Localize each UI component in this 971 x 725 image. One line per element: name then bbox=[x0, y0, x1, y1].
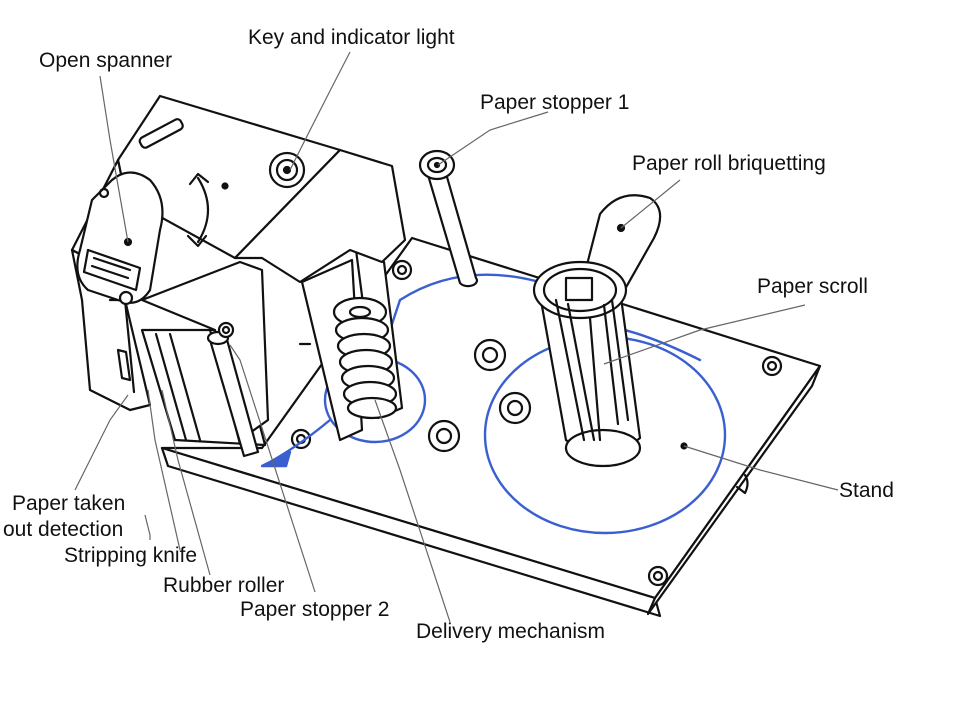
mounting-hole bbox=[761, 355, 783, 377]
label-paper-stopper-2: Paper stopper 2 bbox=[240, 598, 390, 621]
paper-stopper-1-post bbox=[418, 149, 479, 288]
leader-paper-stopper-2 bbox=[229, 344, 316, 593]
label-key-indicator-light: Key and indicator light bbox=[248, 26, 455, 49]
leader-rubber-roller bbox=[161, 389, 211, 576]
label-paper-roll-briquetting: Paper roll briquetting bbox=[632, 152, 826, 175]
double-arrow-icon bbox=[186, 172, 229, 248]
leader-paper-stopper-1 bbox=[437, 111, 549, 166]
stand-plate bbox=[160, 236, 822, 618]
rubber-roller bbox=[206, 330, 260, 458]
leader-open-spanner bbox=[99, 75, 129, 243]
leader-stand bbox=[683, 445, 839, 491]
label-stripping-knife: Stripping knife bbox=[64, 544, 198, 567]
label-paper-taken-out-line1: Paper taken bbox=[12, 492, 126, 515]
mounting-hole bbox=[647, 565, 669, 587]
delivery-mechanism bbox=[300, 248, 404, 442]
stand-boss bbox=[498, 391, 532, 425]
leader-stripping-knife-a bbox=[144, 514, 151, 540]
open-spanner bbox=[76, 171, 164, 306]
label-paper-scroll: Paper scroll bbox=[757, 275, 868, 298]
label-open-spanner: Open spanner bbox=[39, 49, 173, 72]
leader-stripping-knife-b bbox=[147, 389, 181, 551]
leader-paper-roll-briquetting bbox=[620, 179, 681, 229]
label-paper-taken-out-line2: out detection bbox=[3, 518, 124, 541]
paper-scroll-spindle bbox=[532, 194, 662, 468]
label-stand: Stand bbox=[839, 479, 894, 502]
delivery-spring bbox=[332, 296, 398, 420]
mounting-hole bbox=[391, 259, 413, 281]
label-paper-stopper-1: Paper stopper 1 bbox=[480, 91, 630, 114]
leader-key-indicator bbox=[289, 51, 351, 171]
leader-paper-taken-out bbox=[74, 394, 129, 491]
stand-boss bbox=[473, 338, 507, 372]
leader-paper-scroll bbox=[603, 304, 806, 365]
leader-delivery-mechanism bbox=[374, 399, 451, 623]
label-rubber-roller: Rubber roller bbox=[163, 574, 285, 597]
key-indicator-light bbox=[268, 151, 306, 189]
stand-boss bbox=[427, 419, 461, 453]
label-delivery-mechanism: Delivery mechanism bbox=[416, 620, 606, 643]
